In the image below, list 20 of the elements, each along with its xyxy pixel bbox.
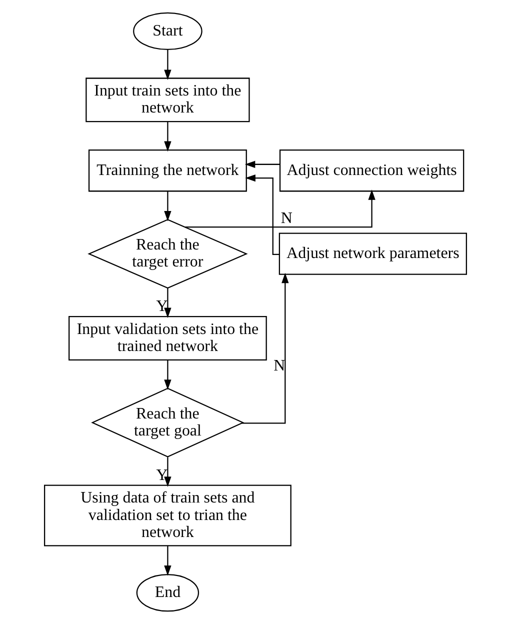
node-ellipse: End (136, 574, 200, 612)
node-diamond: Reach the target goal (91, 388, 244, 458)
node-diamond: Reach the target error (88, 219, 248, 289)
node-box: Adjust connection weights (279, 150, 464, 192)
node-box: Trainning the network (88, 150, 247, 192)
node-box: Input train sets into the network (86, 78, 250, 122)
edge-label: N (280, 210, 292, 227)
node-box: Input validation sets into the trained network (68, 316, 267, 360)
arrow (244, 160, 280, 168)
node-ellipse: Start (133, 12, 202, 50)
arrow (242, 272, 289, 424)
node-box: Using data of train sets and validation set to trian the network (44, 484, 292, 546)
arrow (245, 174, 280, 256)
arrow (164, 122, 172, 152)
node-box: Adjust network parameters (278, 232, 467, 275)
arrow (164, 50, 172, 80)
arrow (164, 546, 172, 576)
arrow (164, 191, 172, 222)
arrow (164, 360, 172, 390)
arrow (185, 190, 376, 228)
